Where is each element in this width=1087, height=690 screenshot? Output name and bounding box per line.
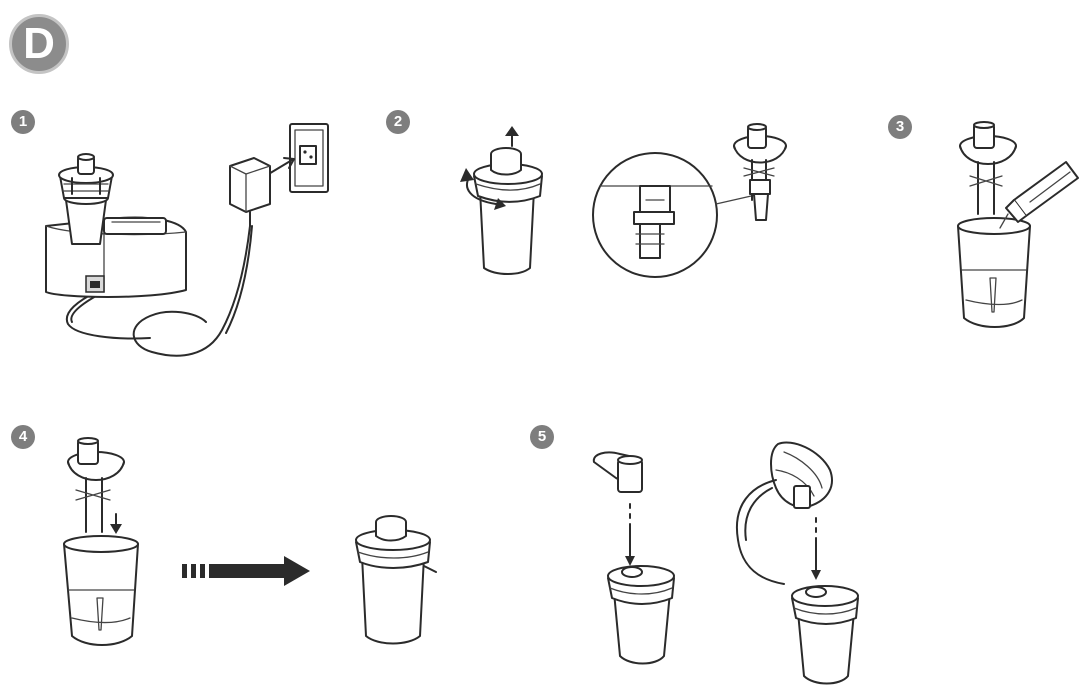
step-number-5: 5 <box>530 425 554 449</box>
step-number-2: 2 <box>386 110 410 134</box>
step-number-3: 3 <box>888 115 912 139</box>
nebulizer-cup-close-illustration <box>63 437 437 646</box>
nebulizer-cup-open-illustration <box>460 123 787 278</box>
nebulizer-power-connection-illustration <box>45 123 329 357</box>
medication-fill-illustration <box>957 121 1079 328</box>
mouthpiece-mask-attach-illustration <box>592 441 859 685</box>
step-number-1: 1 <box>11 110 35 134</box>
section-badge: D <box>9 14 69 74</box>
step-number-4: 4 <box>11 425 35 449</box>
